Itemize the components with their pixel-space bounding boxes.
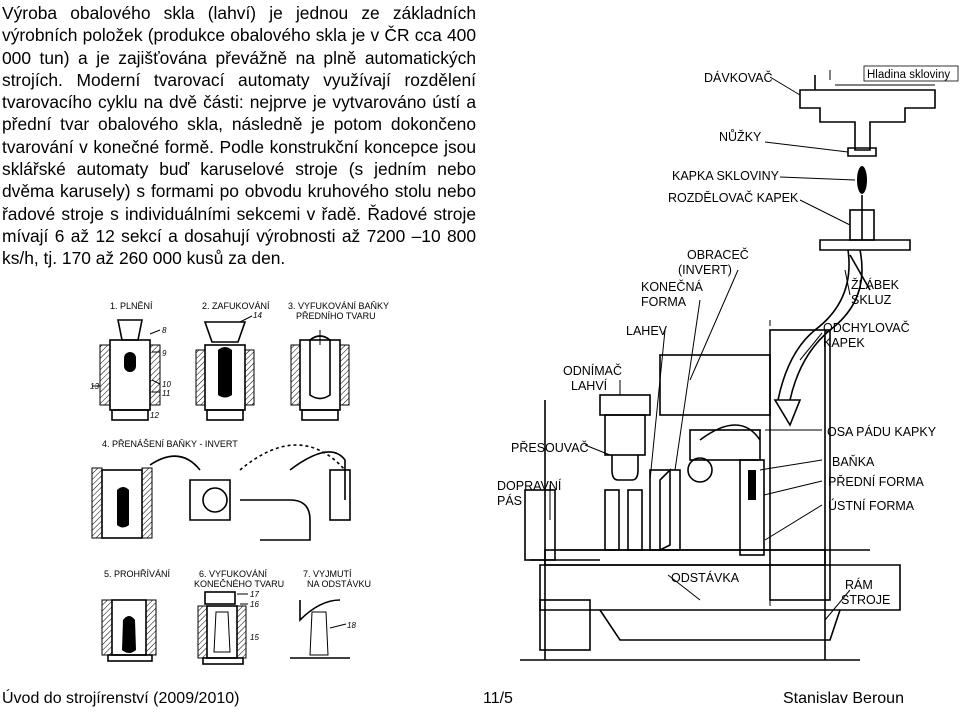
- part-number-16: 16: [250, 600, 259, 609]
- step-7-label: 7. VYJMUTÍ: [303, 569, 352, 579]
- intro-paragraph: Výroba obalového skla (lahví) je jednou …: [2, 2, 476, 270]
- step-1-label: 1. PLNĚNÍ: [110, 301, 153, 311]
- step-3-label: 3. VYFUKOVÁNÍ BAŇKY: [288, 301, 389, 311]
- step-3-drawing: [290, 330, 350, 421]
- chute-drawing: [755, 239, 911, 610]
- footer-course: Úvod do strojírenství (2009/2010): [2, 690, 240, 707]
- part-number-9: 9: [162, 349, 167, 358]
- step-6-drawing: [197, 591, 248, 665]
- leader-lines: [549, 76, 856, 621]
- part-number-17: 17: [250, 590, 259, 599]
- part-number-13: 13: [90, 382, 99, 391]
- step-2-drawing: [195, 315, 255, 421]
- part-number-8: 8: [162, 326, 167, 335]
- label-takeout: ODNÍMAČ: [563, 363, 622, 378]
- label-shears: NŮŽKY: [719, 129, 762, 144]
- label-trough: ŽLÁBEK: [851, 277, 900, 292]
- label-deflector-line2: KAPEK: [823, 336, 865, 350]
- part-number-18: 18: [347, 621, 356, 630]
- label-gob-distributor: ROZDĚLOVAČ KAPEK: [668, 190, 799, 205]
- step-6-label: 6. VYFUKOVÁNÍ: [199, 569, 268, 579]
- label-parison: BAŇKA: [832, 454, 875, 469]
- step-3-label-line2: PŘEDNÍHO TVARU: [296, 311, 376, 321]
- step-6-label-line2: KONEČNÉHO TVARU: [194, 579, 284, 589]
- step-5-drawing: [101, 599, 157, 662]
- step-7-label-line2: NA ODSTÁVKU: [307, 579, 371, 589]
- label-final-mold-line2: FORMA: [641, 295, 687, 309]
- part-number-11: 11: [162, 389, 170, 398]
- label-invert-line2: (INVERT): [678, 263, 732, 277]
- feeder-drawing: [799, 70, 936, 241]
- label-neck-ring: ÚSTNÍ FORMA: [828, 498, 915, 513]
- label-invert: OBRACEČ: [687, 247, 749, 262]
- label-glass-level: Hladina skloviny: [867, 69, 950, 81]
- label-deadplate: ODSTÁVKA: [671, 570, 740, 585]
- label-gob-axis: OSA PÁDU KAPKY: [827, 424, 937, 439]
- label-chute: SKLUZ: [851, 293, 892, 307]
- label-machine-frame-line2: STROJE: [841, 593, 890, 607]
- footer-page-number: 11/5: [483, 690, 513, 707]
- label-conveyor: DOPRAVNÍ: [497, 478, 562, 493]
- label-takeout-line2: LAHVÍ: [571, 378, 608, 393]
- label-deflector: ODCHYLOVAČ: [823, 320, 910, 335]
- label-gob: KAPKA SKLOVINY: [672, 169, 780, 183]
- footer-author: Stanislav Beroun: [783, 690, 904, 707]
- label-conveyor-line2: PÁS: [497, 493, 522, 508]
- label-feeder: DÁVKOVAČ: [704, 70, 773, 85]
- step-7-drawing: [290, 599, 350, 659]
- step-4-drawing: [91, 444, 351, 541]
- label-machine-frame: RÁM: [845, 577, 873, 592]
- label-bottle: LAHEV: [626, 324, 668, 338]
- intro-text: Výroba obalového skla (lahví) je jednou …: [2, 3, 476, 269]
- step-1-drawing: [92, 319, 161, 421]
- part-number-10: 10: [162, 380, 171, 389]
- part-number-12: 12: [150, 411, 159, 420]
- part-number-15: 15: [250, 633, 259, 642]
- label-pusher: PŘESOUVAČ: [511, 440, 589, 455]
- label-blank-mold: PŘEDNÍ FORMA: [828, 474, 925, 489]
- label-final-mold: KONEČNÁ: [641, 279, 703, 294]
- step-2-label: 2. ZAFUKOVÁNÍ: [202, 301, 270, 311]
- step-5-label: 5. PROHŘÍVÁNÍ: [104, 569, 171, 579]
- part-number-14: 14: [253, 311, 262, 320]
- section-frame-drawing: [520, 329, 901, 661]
- step-4-label: 4. PŘENÁŠENÍ BAŇKY - INVERT: [102, 439, 238, 449]
